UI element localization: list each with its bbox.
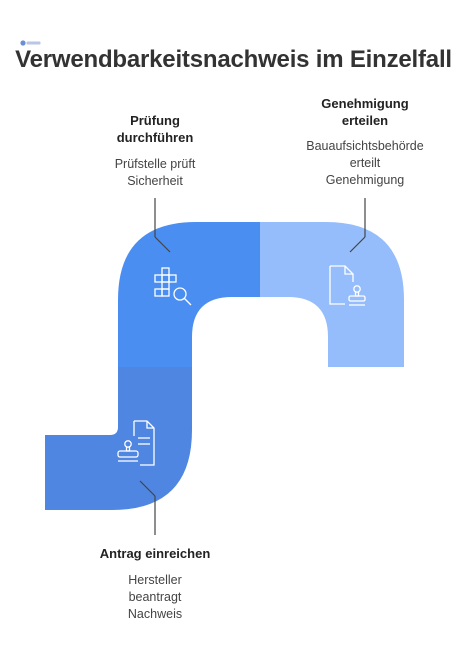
connector-lines bbox=[139, 198, 366, 535]
step-genehmigung-title: Genehmigung erteilen bbox=[321, 96, 409, 128]
step-antrag-title: Antrag einreichen bbox=[99, 546, 211, 561]
step-genehmigung-desc: Bauaufsichtsbehörde erteilt Genehmigung bbox=[306, 139, 424, 187]
crossword-search-icon bbox=[154, 267, 192, 306]
step-pruefung-desc: Prüfstelle prüft Sicherheit bbox=[114, 157, 196, 188]
segment-antrag bbox=[45, 367, 192, 510]
stamp-document-icon bbox=[117, 420, 155, 466]
brand-logo bbox=[20, 40, 41, 46]
step-pruefung-title: Prüfung durchführen bbox=[116, 113, 194, 145]
page-title: Verwendbarkeitsnachweis im Einzelfall bbox=[15, 46, 452, 73]
segment-pruefung bbox=[118, 222, 260, 367]
document-stamp-icon bbox=[329, 265, 366, 306]
segment-genehmigung bbox=[260, 222, 404, 367]
step-antrag-desc: Hersteller beantragt Nachweis bbox=[127, 573, 183, 621]
